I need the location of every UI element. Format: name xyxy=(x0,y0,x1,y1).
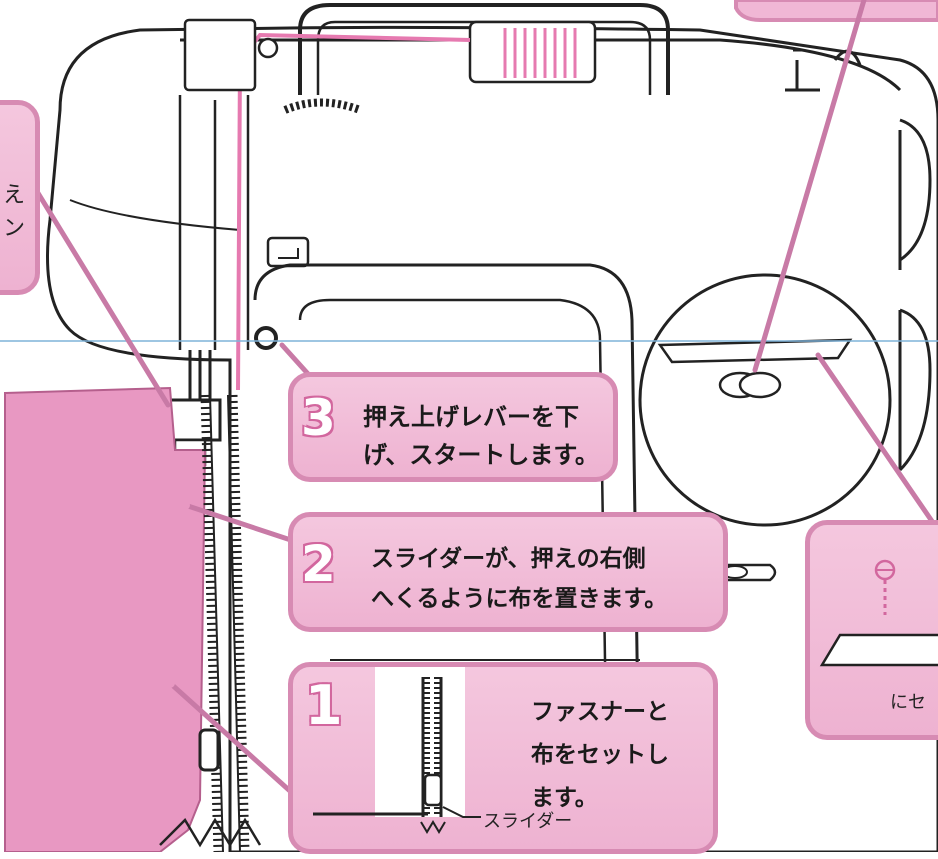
step-2-text-line-2: へくるように布を置きます。 xyxy=(371,579,667,613)
right-callout-text: にセ xyxy=(890,688,926,714)
presser-lever-knob xyxy=(256,328,276,348)
top-right-callout-fragment xyxy=(736,0,938,20)
slider-label: スライダー xyxy=(483,807,572,833)
step-1-callout: 1 ファスナーと 布をセットし ます。 スライダー xyxy=(288,662,718,854)
reverse-button xyxy=(268,238,308,266)
step-1-text-line-2: 布をセットし xyxy=(531,735,669,769)
step-3-text-line-1: 押え上げレバーを下 xyxy=(363,397,579,432)
left-callout: え ン xyxy=(0,100,40,295)
left-callout-line-1: え xyxy=(3,177,25,209)
fabric xyxy=(5,388,205,852)
step-2-callout: 2 スライダーが、押えの右側 へくるように布を置きます。 xyxy=(288,512,728,632)
right-callout: にセ xyxy=(805,520,938,740)
zipper-slider xyxy=(200,730,218,770)
left-callout-line-2: ン xyxy=(3,210,25,242)
pattern-dial xyxy=(640,275,890,525)
step-2-number: 2 xyxy=(301,539,336,589)
step-2-text-line-1: スライダーが、押えの右側 xyxy=(371,539,646,573)
thread-guide xyxy=(185,20,255,90)
step-3-number: 3 xyxy=(301,393,336,443)
step-3-text-line-2: げ、スタートします。 xyxy=(363,435,599,470)
step-1-text-line-1: ファスナーと xyxy=(531,692,669,726)
step-3-callout: 3 押え上げレバーを下 げ、スタートします。 xyxy=(288,372,618,482)
